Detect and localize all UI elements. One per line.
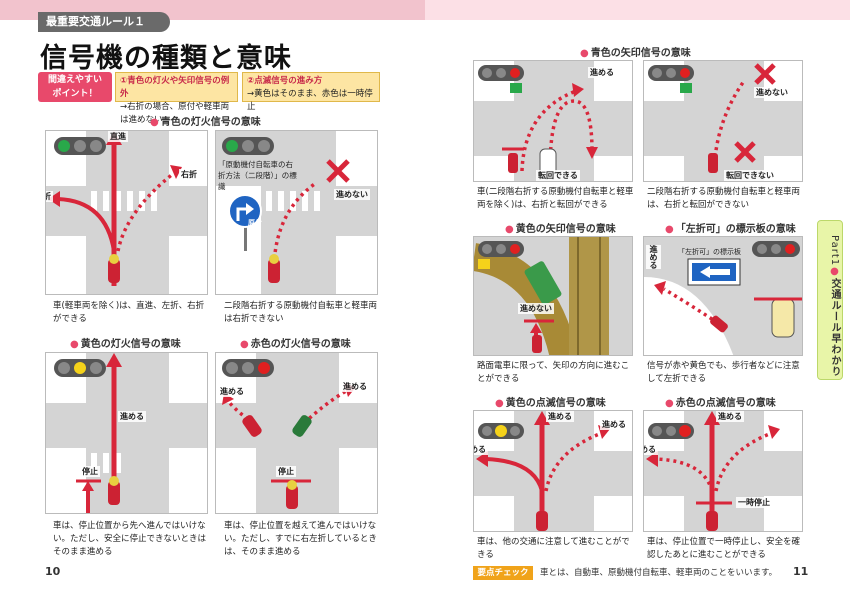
diagram-left-turn-sign: 進める 「左折可」の標示板: [643, 236, 803, 356]
bullet-icon: ●: [665, 224, 674, 235]
bullet-icon: ●: [665, 398, 674, 409]
point-box: 間違えやすい ポイント！: [38, 72, 112, 102]
label-sign-text: 原付: [248, 219, 262, 227]
bullet-icon: ●: [505, 224, 514, 235]
section-title-yellow: ●黄色の灯火信号の意味: [70, 339, 181, 350]
label-straight: 直進: [108, 131, 128, 142]
bullet-icon: ●: [240, 339, 249, 350]
page-number-left: 10: [45, 565, 61, 578]
diagram-yellow-light: 進める 停止: [45, 352, 208, 514]
label-go-right: 進める: [600, 419, 628, 430]
caption-r2: 二段階右折する原動機付自転車と軽車両は、右折と転回ができない: [647, 187, 801, 210]
label-stop: 一時停止: [736, 497, 772, 508]
diagram-yellow-arrow: 進めない: [473, 236, 633, 356]
label-go: 進める: [118, 411, 146, 422]
note-2: ②点滅信号の進み方 →黄色はそのまま、赤色は一時停止: [242, 72, 380, 112]
section-title-blue: ●青色の灯火信号の意味: [150, 117, 261, 128]
diagram-blue-light-exception: 「原動機付自転車の右折方法（二段階）」の標識 原付 進めない: [215, 130, 378, 295]
label-uturn-no: 転回できない: [724, 170, 776, 181]
right-page: ●青色の矢印信号の意味 進める 転回できる: [425, 0, 850, 603]
label-cannot-go: 進めない: [518, 303, 554, 314]
page-number-right: 11: [793, 565, 809, 578]
caption-1: 車(軽車両を除く)は、直進、左折、右折ができる: [53, 301, 205, 324]
caption-r3: 路面電車に限って、矢印の方向に進むことができる: [477, 361, 630, 384]
caption-r6: 車は、停止位置で一時停止し、安全を確認したあとに進むことができる: [647, 537, 801, 560]
note-1-body: →右折の場合、原付や軽車両は進めない: [120, 102, 230, 125]
bullet-icon: ●: [70, 339, 79, 350]
bullet-icon: ●: [580, 48, 589, 59]
caption-r1: 車(二段階右折する原動機付自転車と軽車両を除く)は、右折と転回ができる: [477, 187, 634, 210]
label-go: 進める: [646, 245, 661, 269]
diagram-blue-arrow-exception: 進めない 転回できない: [643, 60, 803, 182]
diagram-blue-arrow: 進める 転回できる: [473, 60, 633, 182]
label-sign-note: 「原動機付自転車の右折方法（二段階）」の標識: [218, 160, 297, 191]
section-title-yellow-flash: ●黄色の点滅信号の意味: [495, 398, 606, 409]
point-box-text: 間違えやすい ポイント！: [47, 75, 102, 99]
label-stop: 停止: [276, 466, 296, 477]
bullet-icon: ●: [150, 117, 159, 128]
side-tab-text: 交通ルール早わかり: [829, 278, 840, 378]
label-go-left: 進める: [474, 444, 488, 455]
diagram-red-flash: 進める 進める 一時停止: [643, 410, 803, 532]
section-title-red-flash: ●赤色の点滅信号の意味: [665, 398, 776, 409]
label-go-straight: 進める: [716, 411, 744, 422]
caption-2: 二段階右折する原動機付自転車と軽車両は右折できない: [224, 301, 378, 324]
label-go: 進める: [588, 67, 616, 78]
section-title-blue-arrow: ●青色の矢印信号の意味: [580, 48, 691, 59]
label-left: 左折: [46, 191, 53, 202]
label-cannot-go: 進めない: [334, 189, 370, 200]
note-1-heading: ①青色の灯火や矢印信号の例外: [120, 76, 230, 99]
note-2-heading: ②点滅信号の進み方: [247, 76, 323, 86]
label-go-left: 進める: [218, 386, 246, 397]
label-sign-label: 「左折可」の標示板: [678, 248, 741, 256]
section-title-red: ●赤色の灯火信号の意味: [240, 339, 351, 350]
label-go-right: 進める: [341, 381, 369, 392]
caption-r5: 車は、他の交通に注意して進むことができる: [477, 537, 630, 560]
check-text: 車とは、自動車、原動機付自転車、軽車両のことをいいます。: [540, 568, 778, 578]
side-tab[interactable]: Part1●交通ルール早わかり: [817, 220, 843, 380]
diagram-blue-light: 直進 右折 左折: [45, 130, 208, 295]
label-go-left: 進める: [644, 444, 658, 455]
side-tab-dot: ●: [829, 266, 840, 279]
section-title-yellow-arrow: ●黄色の矢印信号の意味: [505, 224, 616, 235]
check-label: 要点チェック: [473, 566, 533, 580]
note-1: ①青色の灯火や矢印信号の例外 →右折の場合、原付や軽車両は進めない: [115, 72, 238, 125]
side-tab-part: Part1: [829, 235, 840, 267]
label-go-straight: 進める: [546, 411, 574, 422]
rule-tag: 最重要交通ルール１: [38, 12, 170, 32]
label-stop: 停止: [80, 466, 100, 477]
caption-r4: 信号が赤や黄色でも、歩行者などに注意して左折できる: [647, 361, 800, 384]
page-title: 信号機の種類と意味: [40, 43, 292, 74]
section-title-left-turn-sign: ●「左折可」の標示板の意味: [665, 224, 796, 235]
label-uturn: 転回できる: [536, 170, 580, 181]
bullet-icon: ●: [495, 398, 504, 409]
caption-4: 車は、停止位置を越えて進んではいけない。ただし、すでに右左折しているときは、その…: [224, 521, 377, 557]
note-2-body: →黄色はそのまま、赤色は一時停止: [247, 89, 373, 112]
caption-3: 車は、停止位置から先へ進んではいけない。ただし、安全に停止できないときはそのまま…: [53, 521, 207, 557]
label-right: 右折: [179, 169, 199, 180]
diagram-yellow-flash: 進める 進める 進める: [473, 410, 633, 532]
label-cannot-go: 進めない: [754, 87, 790, 98]
left-page: 最重要交通ルール１ 信号機の種類と意味 間違えやすい ポイント！ ①青色の灯火や…: [0, 0, 425, 603]
diagram-red-light: 進める 進める 停止: [215, 352, 378, 514]
